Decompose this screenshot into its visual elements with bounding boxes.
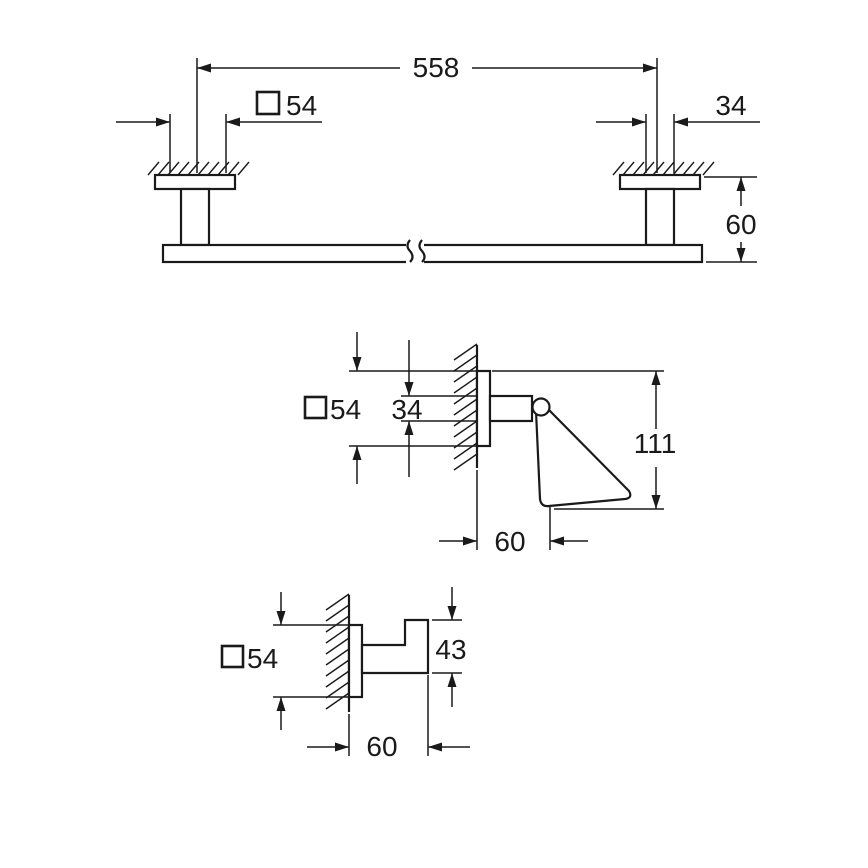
dim-square-lines	[116, 114, 322, 173]
towel-bar	[161, 243, 704, 264]
dim-square-arrows	[156, 117, 240, 127]
dim-height-arrows	[651, 371, 661, 509]
dim-label-length: 558	[413, 52, 460, 83]
mounting-plate	[475, 369, 492, 448]
robe-hook-view: 54 43 60	[220, 587, 470, 762]
dim-label-square: 54	[286, 90, 317, 121]
dim-post: 34	[391, 340, 490, 477]
holder-post	[488, 394, 534, 423]
paper-holder-view: 54 34 111 60	[303, 332, 677, 557]
wall-hatch-right	[612, 161, 715, 176]
dim-post-lines	[401, 340, 490, 477]
dim-label-projection: 60	[725, 209, 756, 240]
mounting-plate	[347, 623, 364, 699]
dim-label-square: 54	[330, 394, 361, 425]
wall-hatch	[453, 343, 478, 471]
towel-bar-view: 558 54 34 60	[116, 52, 760, 265]
dim-label-projection: 60	[366, 731, 397, 762]
dim-label-post: 34	[391, 394, 422, 425]
dim-label-height: 111	[634, 428, 677, 459]
dim-length: 558	[196, 52, 658, 173]
dim-post-arrows	[404, 382, 414, 435]
pivot	[531, 397, 551, 417]
dim-projection-lines	[307, 675, 470, 756]
mounting-plate-right	[618, 173, 702, 191]
post-right	[644, 187, 676, 247]
dim-height-lines	[492, 370, 664, 510]
wall-hatch	[325, 593, 350, 710]
dim-hook-height-lines	[432, 587, 462, 707]
dim-label-projection: 60	[494, 526, 525, 557]
square-dimension-icon	[220, 644, 245, 669]
bar-break-squiggle	[406, 239, 426, 263]
bar-break-mask	[406, 242, 424, 265]
dim-square: 54	[220, 592, 349, 730]
dim-height: 111	[492, 370, 677, 510]
dim-square-lines	[349, 332, 477, 484]
paper-holder-arm	[534, 408, 632, 508]
post-left	[179, 187, 211, 247]
dim-square: 54	[116, 90, 322, 173]
dim-post: 34	[596, 90, 760, 173]
dim-square-lines	[273, 592, 349, 730]
dim-hook-height: 43	[432, 587, 467, 707]
dim-projection: 60	[704, 176, 757, 263]
dim-post-lines	[596, 114, 760, 173]
dim-square: 54	[303, 332, 477, 484]
mounting-plate-left	[153, 173, 237, 191]
dim-post-arrows	[632, 117, 688, 127]
hook-body	[360, 618, 430, 675]
square-dimension-icon	[255, 90, 281, 116]
dim-label-square: 54	[247, 643, 278, 674]
square-dimension-icon	[303, 395, 328, 420]
dim-projection-lines	[704, 176, 757, 263]
dim-label-hook-height: 43	[435, 634, 466, 665]
dim-projection: 60	[307, 675, 470, 762]
dim-length-lines	[196, 58, 658, 173]
wall-hatch-left	[147, 161, 250, 176]
dim-label-post: 34	[715, 90, 746, 121]
